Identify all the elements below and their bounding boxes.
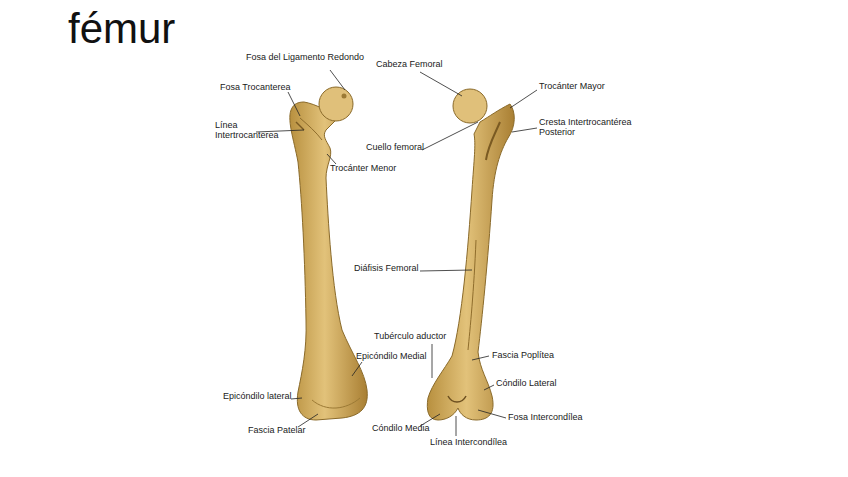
part-label: Tubérculo aductor <box>374 331 446 341</box>
part-label: Fosa Trocanterea <box>220 82 291 92</box>
part-label: Cabeza Femoral <box>376 59 443 69</box>
part-label: Fascia Poplítea <box>492 350 554 360</box>
posterior-femur <box>427 89 514 420</box>
part-label: Fosa Intercondílea <box>508 412 583 422</box>
part-label: Epicóndilo Medial <box>356 351 427 361</box>
part-label: Trocánter Menor <box>330 163 396 173</box>
page-title: fémur <box>68 6 175 52</box>
leader-lines <box>256 70 537 436</box>
part-label: Línea Intertrocanterea <box>215 120 285 141</box>
part-label: Cóndilo Media <box>372 423 430 433</box>
part-label: Fascia Patelar <box>248 425 306 435</box>
part-label: Línea Intercondílea <box>430 437 507 447</box>
part-label: Cuello femoral <box>366 142 424 152</box>
part-label: Cóndilo Lateral <box>496 378 557 388</box>
part-label: Fosa del Ligamento Redondo <box>246 52 364 62</box>
part-label: Diáfisis Femoral <box>354 263 419 273</box>
part-label: Epicóndilo lateral <box>223 391 292 401</box>
part-label: Trocánter Mayor <box>539 81 605 91</box>
part-label: Cresta Intertrocantérea Posterior <box>539 117 639 138</box>
anterior-femur <box>290 87 367 420</box>
